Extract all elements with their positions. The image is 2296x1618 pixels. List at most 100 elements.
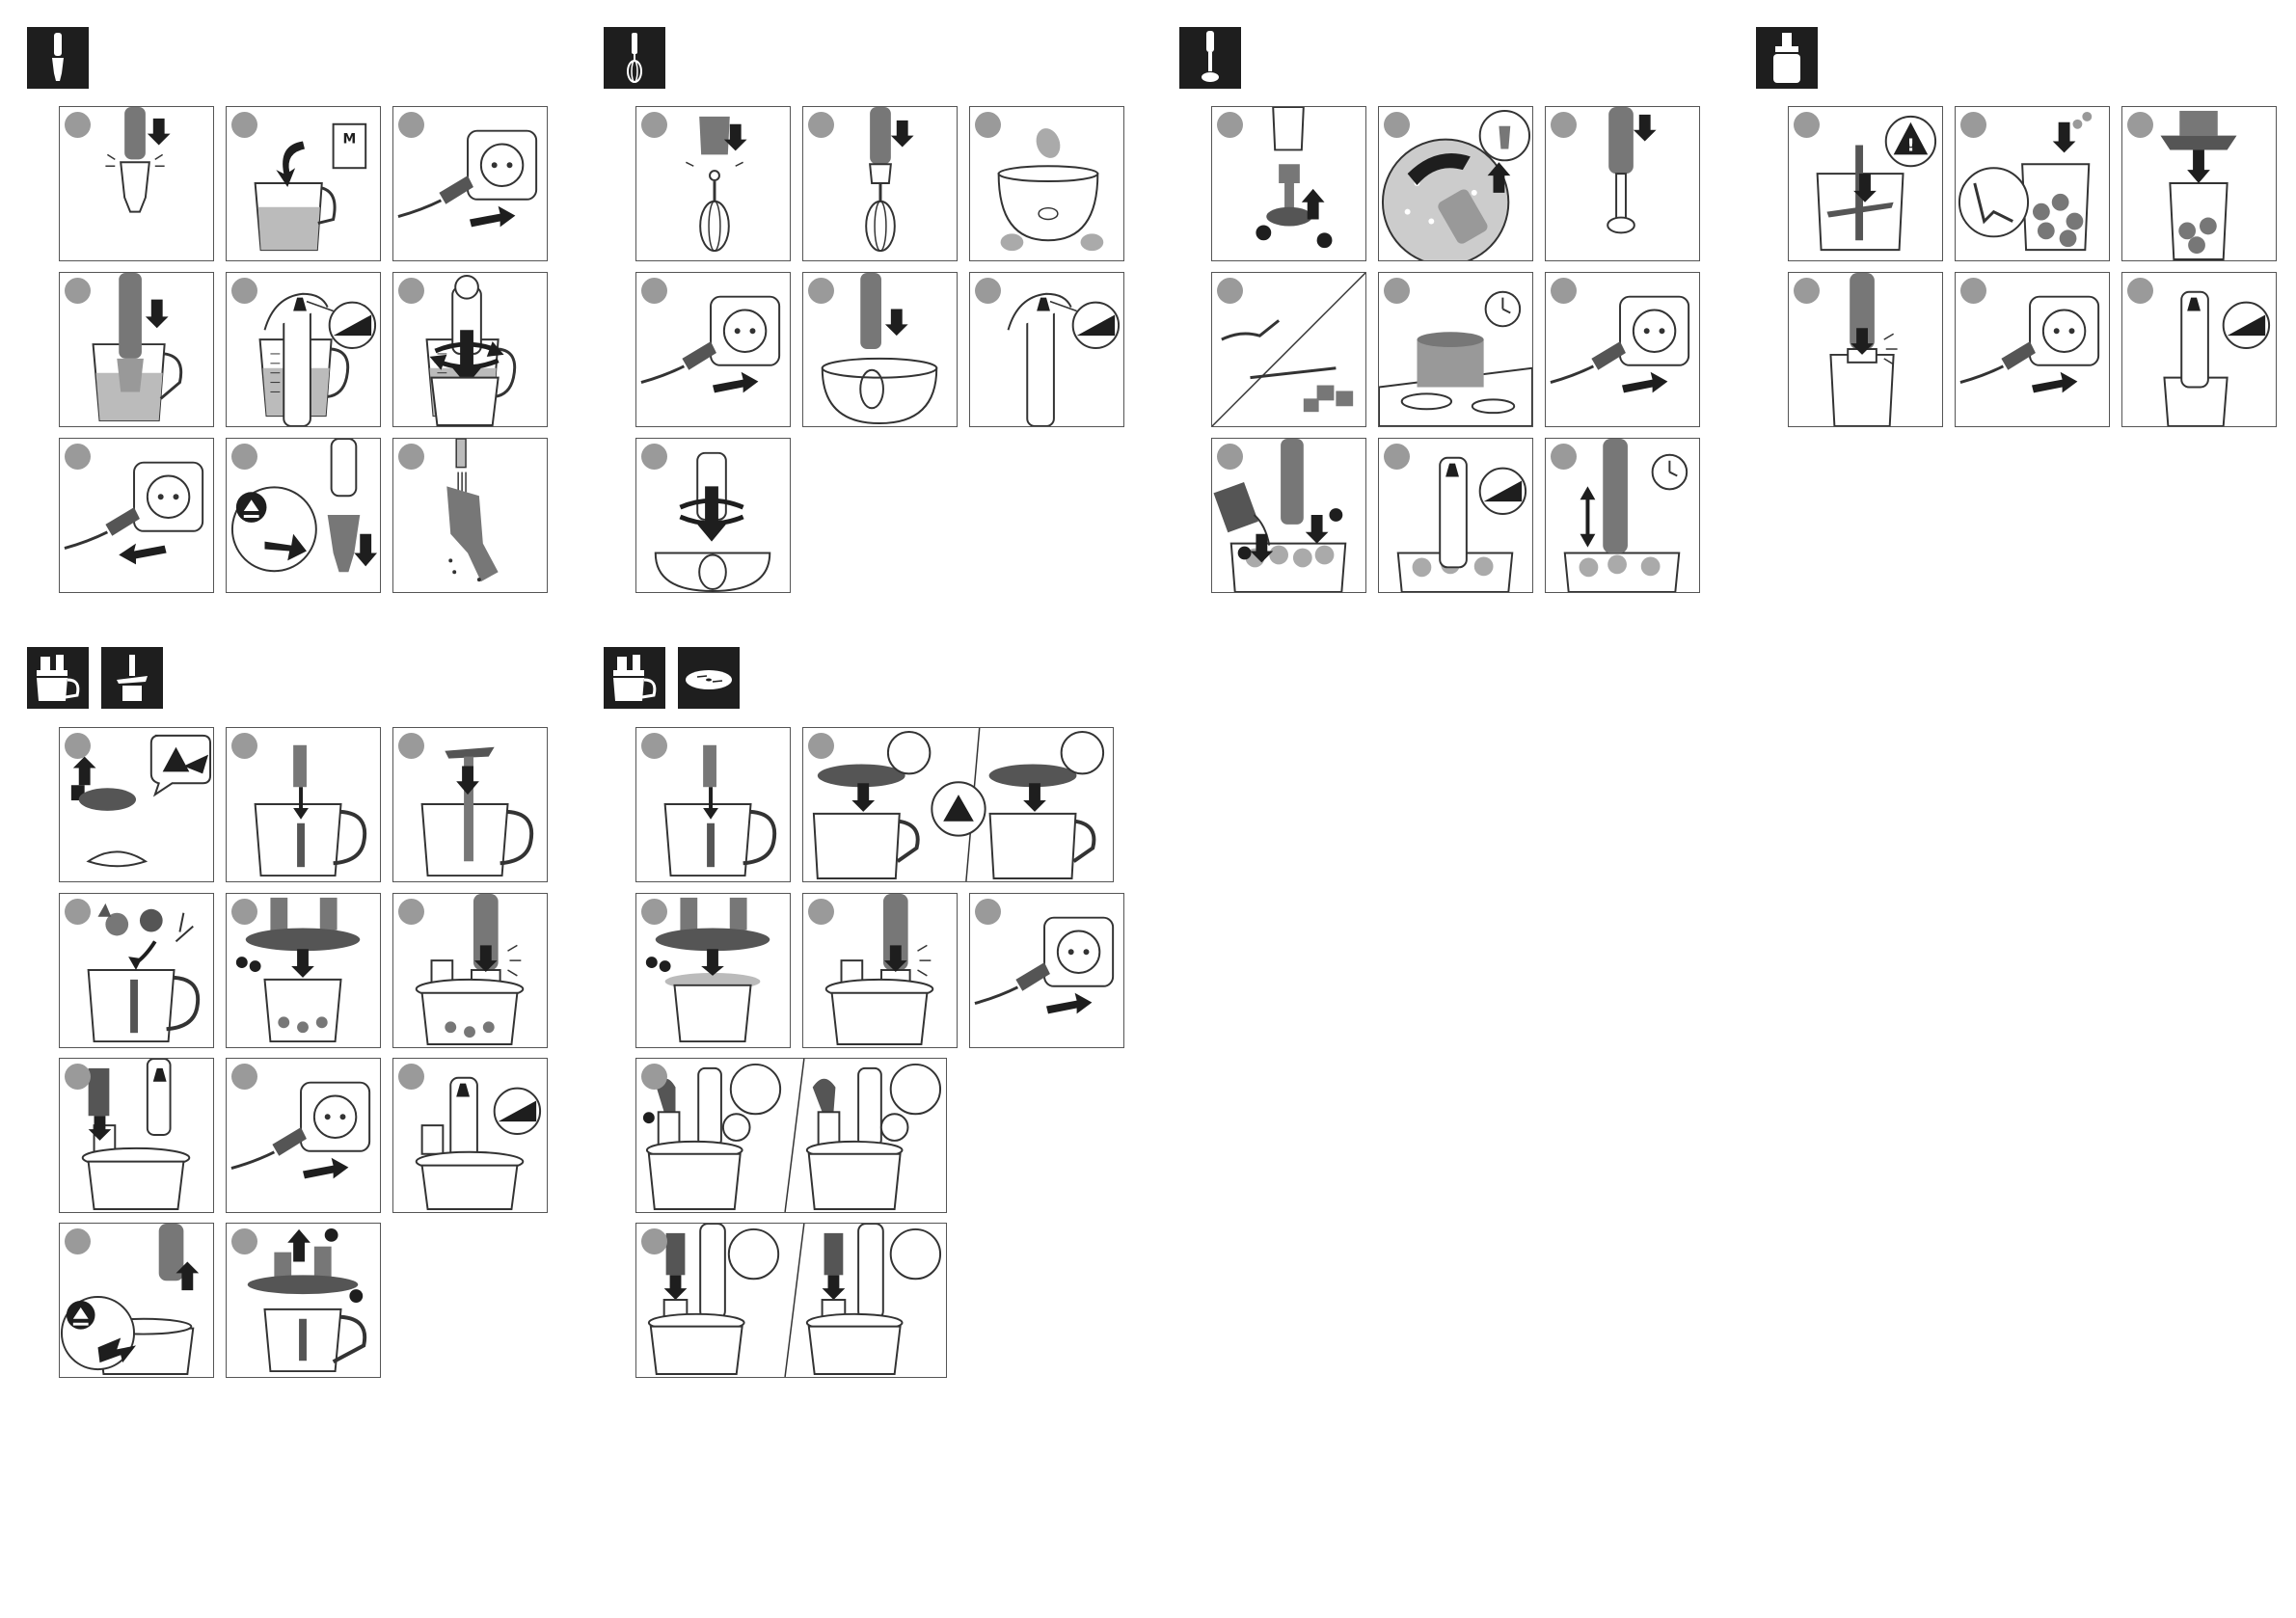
step-panel-wide bbox=[635, 1223, 947, 1378]
step-number bbox=[65, 444, 91, 470]
step-panel bbox=[1545, 106, 1700, 261]
step-number bbox=[231, 733, 257, 759]
step-panel bbox=[1955, 106, 2110, 261]
step-panel bbox=[59, 1058, 214, 1213]
slicing-disc-icon bbox=[678, 647, 740, 709]
step-number bbox=[1794, 112, 1820, 138]
step-panel bbox=[635, 106, 791, 261]
step-number bbox=[641, 899, 667, 925]
hand-blender-icon bbox=[27, 27, 89, 89]
step-panel bbox=[969, 272, 1124, 427]
step-panel bbox=[1378, 438, 1533, 593]
step-panel bbox=[59, 893, 214, 1048]
step-number bbox=[1217, 278, 1243, 304]
step-number bbox=[975, 278, 1001, 304]
step-number bbox=[1960, 112, 1986, 138]
step-number bbox=[398, 899, 424, 925]
step-number bbox=[231, 1064, 257, 1090]
step-panel bbox=[226, 272, 381, 427]
step-panel bbox=[1378, 272, 1533, 427]
step-panel bbox=[226, 1223, 381, 1378]
step-panel bbox=[59, 1223, 214, 1378]
step-number bbox=[641, 278, 667, 304]
step-number bbox=[808, 112, 834, 138]
step-number bbox=[808, 278, 834, 304]
step-panel bbox=[1788, 272, 1943, 427]
mini-chopper-icon bbox=[1756, 27, 1818, 89]
step-number bbox=[65, 112, 91, 138]
step-panel bbox=[1955, 272, 2110, 427]
step-number bbox=[398, 733, 424, 759]
step-number bbox=[1794, 278, 1820, 304]
step-panel bbox=[392, 438, 548, 593]
step-panel bbox=[1788, 106, 1943, 261]
step-panel bbox=[1211, 438, 1366, 593]
step-number bbox=[641, 1228, 667, 1254]
step-panel bbox=[2121, 272, 2277, 427]
step-panel bbox=[392, 106, 548, 261]
step-number bbox=[1384, 278, 1410, 304]
step-panel-wide bbox=[635, 1058, 947, 1213]
step-number bbox=[975, 899, 1001, 925]
step-panel bbox=[226, 438, 381, 593]
step-panel bbox=[59, 272, 214, 427]
step-panel bbox=[635, 438, 791, 593]
step-panel bbox=[392, 727, 548, 882]
step-number bbox=[231, 278, 257, 304]
step-panel bbox=[1211, 106, 1366, 261]
step-number bbox=[65, 1228, 91, 1254]
step-panel bbox=[226, 727, 381, 882]
step-panel bbox=[802, 272, 958, 427]
step-number bbox=[1960, 278, 1986, 304]
step-number bbox=[1217, 112, 1243, 138]
step-panel bbox=[59, 106, 214, 261]
step-number bbox=[641, 112, 667, 138]
chopping-blade-icon bbox=[101, 647, 163, 709]
step-panel bbox=[1545, 272, 1700, 427]
step-number bbox=[65, 899, 91, 925]
step-panel bbox=[802, 106, 958, 261]
step-number bbox=[2127, 278, 2153, 304]
step-number bbox=[231, 112, 257, 138]
step-number bbox=[65, 733, 91, 759]
step-number bbox=[641, 444, 667, 470]
food-processor-icon bbox=[27, 647, 89, 709]
step-number bbox=[65, 278, 91, 304]
step-panel bbox=[392, 893, 548, 1048]
step-panel bbox=[392, 272, 548, 427]
step-panel bbox=[226, 106, 381, 261]
food-processor-icon bbox=[604, 647, 665, 709]
step-number bbox=[1551, 444, 1577, 470]
step-panel bbox=[1211, 272, 1366, 427]
step-panel bbox=[59, 438, 214, 593]
step-number bbox=[398, 444, 424, 470]
step-panel bbox=[392, 1058, 548, 1213]
step-panel bbox=[969, 106, 1124, 261]
step-number bbox=[231, 899, 257, 925]
step-number bbox=[231, 1228, 257, 1254]
step-panel bbox=[226, 893, 381, 1048]
step-number bbox=[2127, 112, 2153, 138]
step-number bbox=[398, 112, 424, 138]
step-panel bbox=[635, 893, 791, 1048]
step-panel bbox=[635, 272, 791, 427]
step-panel bbox=[1378, 106, 1533, 261]
step-number bbox=[1384, 444, 1410, 470]
step-number bbox=[65, 1064, 91, 1090]
step-panel bbox=[635, 727, 791, 882]
step-panel bbox=[969, 893, 1124, 1048]
step-panel bbox=[1545, 438, 1700, 593]
step-panel bbox=[802, 893, 958, 1048]
step-number bbox=[1551, 278, 1577, 304]
step-number bbox=[1551, 112, 1577, 138]
step-number bbox=[1384, 112, 1410, 138]
step-number bbox=[641, 1064, 667, 1090]
step-panel bbox=[226, 1058, 381, 1213]
step-panel bbox=[2121, 106, 2277, 261]
step-panel bbox=[59, 727, 214, 882]
step-number bbox=[808, 733, 834, 759]
step-number bbox=[398, 1064, 424, 1090]
step-panel-wide bbox=[802, 727, 1114, 882]
whisk-icon bbox=[604, 27, 665, 89]
step-number bbox=[231, 444, 257, 470]
